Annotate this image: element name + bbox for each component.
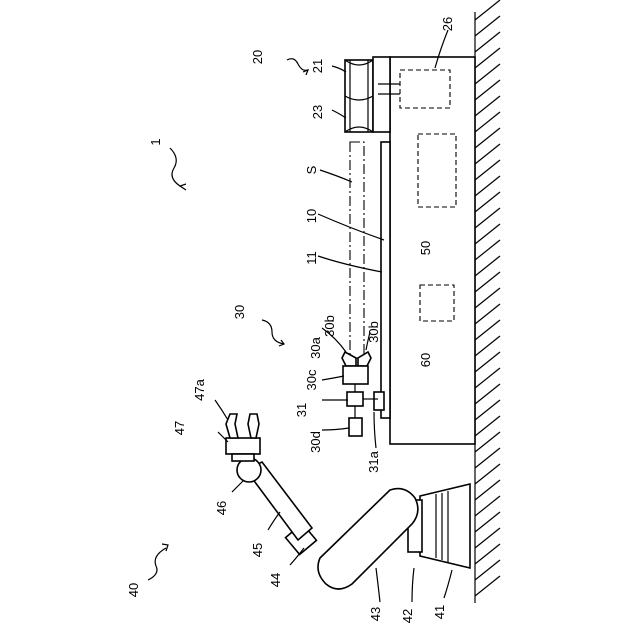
- hatch-line: [475, 224, 500, 244]
- hatch-line: [475, 96, 500, 116]
- hatch-line: [475, 256, 500, 276]
- hatch-line: [475, 112, 500, 132]
- hatch-line: [475, 64, 500, 84]
- hatch-line: [475, 400, 500, 420]
- label-43: 43: [368, 607, 383, 621]
- label-30d: 30d: [308, 431, 323, 453]
- label-21: 21: [310, 59, 325, 73]
- label-10: 10: [304, 209, 319, 223]
- hatch-line: [475, 48, 500, 68]
- hatch-line: [475, 432, 500, 452]
- hatch-line: [475, 176, 500, 196]
- label-30c: 30c: [304, 369, 319, 390]
- label-42: 42: [400, 609, 415, 623]
- label-23: 23: [310, 105, 325, 119]
- label-1: 1: [148, 138, 163, 145]
- hatch-line: [475, 192, 500, 212]
- hatch-line: [475, 336, 500, 356]
- label-46: 46: [214, 501, 229, 515]
- sheet-s: [350, 142, 364, 358]
- hatch-line: [475, 480, 500, 500]
- hatch-line: [475, 384, 500, 404]
- hatch-line: [475, 352, 500, 372]
- hatch-line: [475, 416, 500, 436]
- label-11: 11: [304, 251, 319, 265]
- hatch-line: [475, 320, 500, 340]
- hatch-line: [475, 464, 500, 484]
- ground-wall: [475, 0, 500, 603]
- label-20: 20: [250, 50, 265, 64]
- label-41: 41: [432, 605, 447, 619]
- hatch-line: [475, 304, 500, 324]
- hatch-line: [475, 496, 500, 516]
- label-26: 26: [440, 17, 455, 31]
- hatch-line: [475, 144, 500, 164]
- label-45: 45: [250, 543, 265, 557]
- hatch-line: [475, 544, 500, 564]
- label-30: 30: [232, 305, 247, 319]
- hatch-line: [475, 0, 500, 20]
- hatch-line: [475, 272, 500, 292]
- hatch-line: [475, 240, 500, 260]
- hatch-line: [475, 208, 500, 228]
- hatch-line: [475, 512, 500, 532]
- label-44: 44: [268, 573, 283, 587]
- hatch-line: [475, 560, 500, 580]
- label-50: 50: [418, 241, 433, 255]
- hatch-line: [475, 80, 500, 100]
- label-31a: 31a: [366, 450, 381, 472]
- hatch-line: [475, 160, 500, 180]
- label-47a: 47a: [192, 378, 207, 400]
- label-31: 31: [294, 403, 309, 417]
- hatch-line: [475, 368, 500, 388]
- hatch-line: [475, 16, 500, 36]
- carriage: [342, 352, 378, 436]
- label-30b-lower: 30b: [366, 321, 381, 343]
- hatch-line: [475, 576, 500, 596]
- label-s: S: [304, 165, 319, 174]
- label-40: 40: [126, 583, 141, 597]
- hatch-line: [475, 128, 500, 148]
- hatch-line: [475, 32, 500, 52]
- hatch-line: [475, 528, 500, 548]
- hatch-line: [475, 448, 500, 468]
- hatch-line: [475, 288, 500, 308]
- label-60: 60: [418, 353, 433, 367]
- label-30b-upper: 30b: [322, 315, 337, 337]
- label-30a: 30a: [308, 336, 323, 358]
- label-47: 47: [172, 421, 187, 435]
